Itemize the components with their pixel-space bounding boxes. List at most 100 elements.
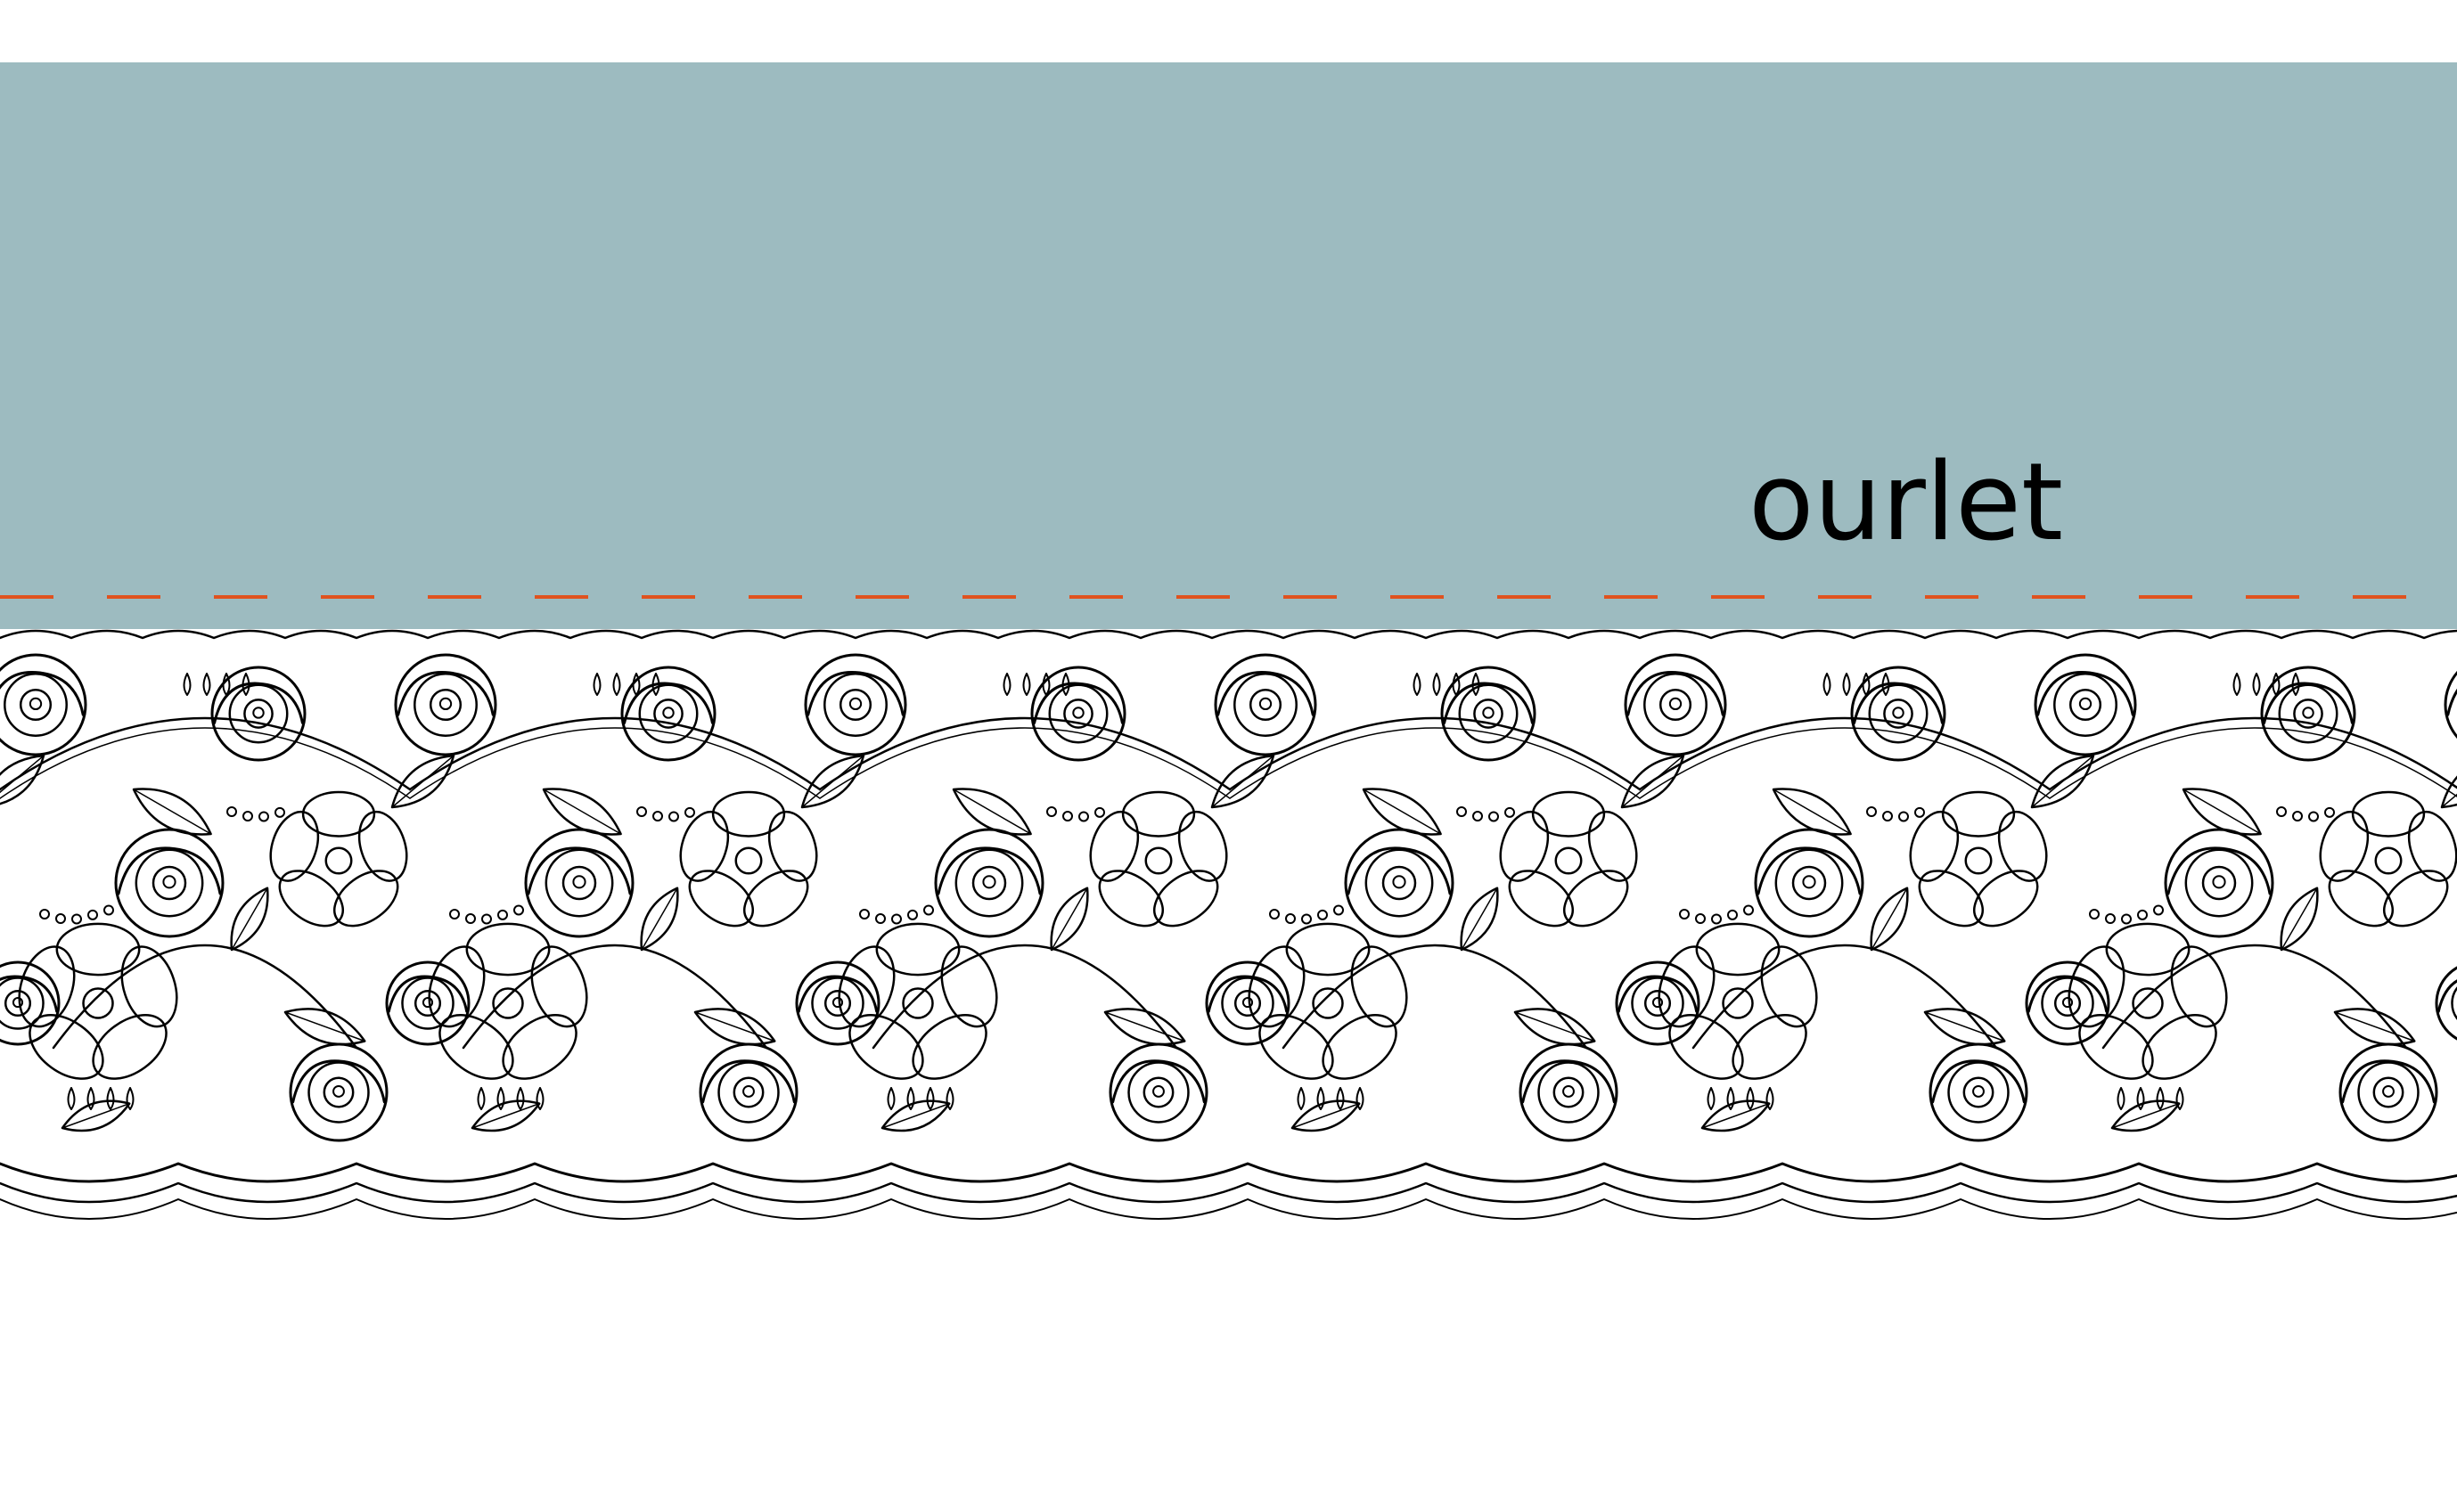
petal-center [1312, 987, 1344, 1019]
petal-center [82, 987, 114, 1019]
rose-petal [701, 1059, 796, 1104]
petal-center [902, 987, 934, 1019]
droplet-icon [496, 1087, 505, 1110]
petal-center [492, 987, 524, 1019]
rose-center [2372, 1076, 2404, 1108]
dot-icon [1046, 806, 1057, 817]
scallop-edge [0, 1198, 2457, 1220]
dot-icon [71, 913, 82, 925]
lace-arc [1228, 716, 1642, 791]
rose-icon [1440, 666, 1536, 762]
rose-icon [795, 960, 880, 1046]
petal-icon [2105, 922, 2191, 977]
petal-icon [1322, 1014, 1397, 1080]
petal-icon [743, 870, 809, 928]
petal-icon [875, 922, 961, 977]
rose-center [2078, 697, 2093, 711]
droplet-icon [1355, 1087, 1364, 1110]
lace-arc [2048, 716, 2457, 791]
dot-icon [39, 909, 50, 919]
lace-arc [1282, 944, 1588, 1050]
petal-icon [1508, 870, 1574, 928]
petal-icon [1587, 810, 1638, 882]
leaf-vein [1051, 887, 1088, 951]
dot-icon [1727, 909, 1738, 920]
droplet-icon [1336, 1087, 1345, 1110]
dot-icon [55, 913, 66, 925]
rose-center [4, 989, 32, 1018]
petal-center [1722, 987, 1754, 1019]
droplet-icon [1432, 673, 1441, 696]
rose-petal [0, 977, 45, 1030]
petal-icon [1089, 810, 1140, 882]
petal-icon [120, 945, 178, 1028]
rose-petal [0, 671, 85, 716]
rose-petal [1617, 975, 1699, 1013]
rose-petal [1774, 848, 1844, 918]
petal-center [734, 846, 763, 875]
rose-icon [2444, 670, 2457, 740]
droplet-icon [183, 673, 192, 696]
rose-petal [811, 977, 864, 1030]
petal-icon [2170, 945, 2228, 1028]
leaf-vein [2441, 793, 2457, 808]
rose-icon [1519, 1042, 1618, 1142]
droplet-icon [2175, 1087, 2184, 1110]
droplet-icon [946, 1087, 954, 1110]
leaf-vein [1701, 1102, 1770, 1129]
rose-icon [1850, 666, 1946, 762]
rose-center [1972, 1084, 1985, 1098]
leaf-vein [2183, 789, 2262, 835]
rose-center [438, 697, 453, 711]
petal-icon [1941, 790, 2016, 838]
droplet-icon [2117, 1087, 2125, 1110]
rose-petal [1221, 977, 1274, 1030]
petal-icon [1909, 810, 1960, 882]
rose-petal [213, 682, 304, 724]
dot-icon [859, 909, 870, 919]
droplet-icon [632, 673, 641, 696]
lace-pattern [0, 629, 2457, 1220]
dot-icon [1488, 811, 1499, 822]
rose-icon [2034, 653, 2137, 756]
scallop-edge [0, 1181, 2457, 1204]
rose-icon [804, 653, 907, 756]
leaf-vein [61, 1102, 130, 1129]
droplet-icon [906, 1087, 915, 1110]
petal-center [324, 846, 353, 875]
leaf-vein [543, 789, 622, 835]
dot-icon [1301, 913, 1312, 925]
petal-icon [428, 945, 486, 1028]
dot-icon [668, 811, 679, 822]
rose-center [2302, 707, 2314, 719]
rose-petal [2263, 682, 2354, 724]
rose-petal [0, 975, 59, 1013]
dot-icon [1866, 806, 1877, 817]
rose-icon [1214, 653, 1317, 756]
rose-center [19, 688, 53, 722]
rose-petal [1347, 846, 1452, 895]
lace-arc [2049, 727, 2457, 799]
rose-center [1668, 697, 1683, 711]
droplet-icon [1452, 673, 1461, 696]
rose-center [1962, 1076, 1994, 1108]
rose-center [162, 875, 176, 889]
leaf-vein [391, 755, 455, 808]
leaf-vein [1871, 887, 1908, 951]
rose-petal [1233, 673, 1298, 737]
rose-petal [717, 1061, 780, 1124]
rose-center [2382, 1084, 2395, 1098]
rose-center [429, 688, 463, 722]
rose-center [971, 865, 1007, 901]
rose-icon [1205, 960, 1290, 1046]
rose-petal [1626, 671, 1724, 716]
rose-petal [2437, 979, 2457, 1013]
droplet-icon [593, 673, 602, 696]
lace-arc [819, 727, 1231, 799]
dot-icon [1078, 811, 1089, 822]
dot-icon [274, 806, 285, 818]
droplet-icon [1316, 1087, 1325, 1110]
petal-icon [278, 870, 344, 928]
rose-icon [0, 960, 61, 1046]
dot-icon [258, 811, 269, 822]
